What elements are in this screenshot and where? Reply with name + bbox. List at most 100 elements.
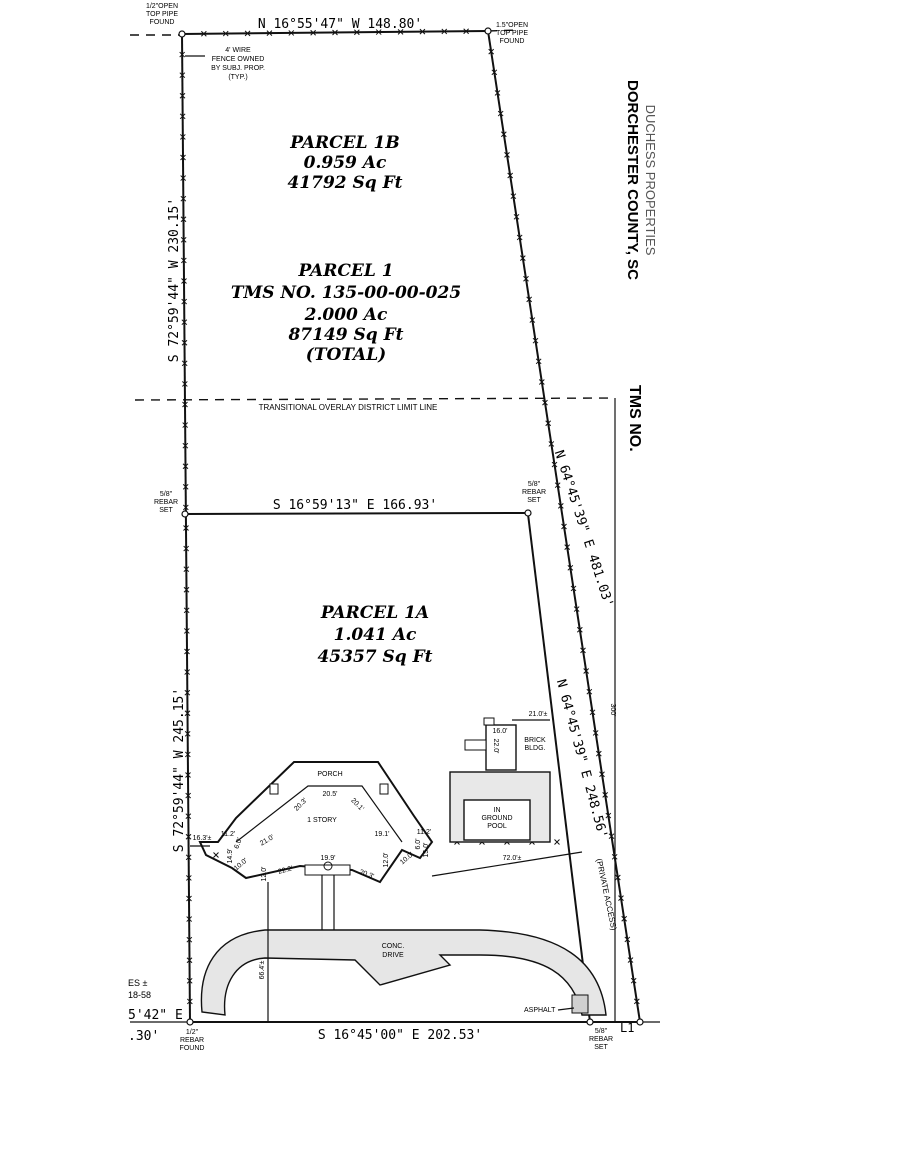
fence-marker <box>182 442 189 449</box>
bearing-bottom-left-dist: .30' <box>128 1029 159 1044</box>
fence-marker <box>182 463 189 470</box>
fence-marker <box>180 195 187 202</box>
fence-marker <box>181 360 188 367</box>
bearing-split: S 16°59'13" E 166.93' <box>273 498 437 513</box>
monument-bottom-mid <box>586 1018 594 1026</box>
note-open-top-right: 1.5"OPEN TOP PIPE FOUND <box>496 22 528 45</box>
fence-marker <box>288 30 295 36</box>
fence-marker <box>182 401 188 408</box>
note-open-top-left-2: TOP PIPE <box>146 11 178 18</box>
entry-dot <box>323 861 333 871</box>
top-boundary-extension-right <box>487 29 521 32</box>
rebar-set-bottom: 5/8" REBAR SET <box>589 1028 613 1051</box>
fence-marker <box>554 839 560 845</box>
dim-16-3: 16.3'± <box>193 835 212 842</box>
fence-note-3: BY SUBJ. PROP. <box>211 65 265 72</box>
fence-marker <box>182 483 189 490</box>
fence-marker <box>504 152 510 158</box>
monument-bottom-right <box>636 1018 644 1026</box>
partial-right-bottom: L1 <box>620 1021 634 1035</box>
fence-marker <box>183 566 190 573</box>
fence-marker <box>567 564 574 571</box>
rebar-found-bottom-2: REBAR <box>180 1037 204 1044</box>
dim-6-0a: 6.0' <box>233 837 243 850</box>
fence-marker <box>186 895 192 902</box>
drive-label-1: CONC. <box>382 943 405 950</box>
in-ground-pool <box>463 799 531 841</box>
fence-marker <box>179 51 186 58</box>
dim-10-0a: 10.0' <box>233 857 249 872</box>
fence-marker <box>497 110 504 117</box>
dim-11-2a: 11.2' <box>221 831 235 838</box>
asphalt-label: ASPHALT <box>524 1007 556 1014</box>
asphalt-leader <box>557 1007 575 1011</box>
fence-marker <box>186 916 193 922</box>
rebar-set-left-2: REBAR <box>154 499 178 506</box>
fence-marker <box>185 772 191 778</box>
fence-marker <box>627 957 634 963</box>
rebar-found-bottom-3: FOUND <box>180 1045 205 1052</box>
note-open-top-left-1: 1/2"OPEN <box>146 3 178 10</box>
dim-19-9: 19.9' <box>321 855 336 862</box>
dim-20-3b: 20.3' <box>358 869 374 881</box>
fence-marker <box>608 833 615 840</box>
fence-marker <box>535 358 542 365</box>
bearing-bottom-left-partial: 5'42" E <box>128 1008 183 1023</box>
fence-marker <box>180 175 187 181</box>
county-partial-label: DUCHESS PROPERTIES <box>643 105 658 256</box>
note-open-top-right-2: TOP PIPE <box>496 30 528 37</box>
fence-marker <box>557 503 564 509</box>
fence-marker <box>180 216 187 223</box>
dim-11-2b: 11.2' <box>417 829 431 836</box>
fence-marker <box>630 977 637 984</box>
county-label: DORCHESTER COUNTY, SC <box>624 80 641 280</box>
dim-20-1: 20.1' <box>349 797 365 813</box>
brick-label-1: BRICK <box>524 737 546 744</box>
fence-marker <box>621 915 628 922</box>
fence-marker <box>184 689 191 696</box>
monument-bottom-left <box>186 1018 194 1026</box>
fence-marker <box>500 131 507 138</box>
rebar-set-right-3: SET <box>527 497 541 504</box>
fence-marker <box>185 813 192 820</box>
pool-label-1: IN <box>494 807 501 814</box>
fence-note-1: 4' WIRE <box>225 47 251 54</box>
parcel-1-sqft: 87149 Sq Ft <box>287 325 403 345</box>
rebar-set-bottom-2: REBAR <box>589 1036 613 1043</box>
fence-marker <box>332 29 338 36</box>
fence-marker <box>586 688 593 695</box>
fence-marker <box>266 30 273 36</box>
parcel-1b-name: PARCEL 1B <box>289 133 399 153</box>
right-inner-boundary-line <box>527 513 591 1023</box>
chimney-right <box>379 783 389 795</box>
rebar-set-bottom-3: SET <box>594 1044 608 1051</box>
parcel-split-line <box>184 512 529 515</box>
note-open-top-left-3: FOUND <box>150 19 175 26</box>
fence-marker <box>538 379 545 385</box>
chimney-left <box>269 783 279 795</box>
fence-marker <box>244 30 251 37</box>
fence-marker <box>494 90 501 96</box>
fence-marker <box>183 586 190 593</box>
fence-marker <box>624 936 631 943</box>
fence-marker <box>182 504 189 511</box>
fence-marker <box>526 296 533 303</box>
fence-marker <box>545 420 552 427</box>
fence-marker <box>513 213 520 220</box>
fence-marker <box>181 339 188 346</box>
fence-note-box <box>205 44 275 84</box>
fence-marker <box>310 29 316 36</box>
note-open-top-right-3: FOUND <box>500 38 525 45</box>
bearing-left-lower: S 72°59'44" W 245.15' <box>172 688 187 852</box>
rebar-set-left-3: SET <box>159 507 173 514</box>
brick-bldg-top <box>483 717 495 726</box>
partial-left-2: 18-58 <box>128 990 151 1000</box>
fence-marker <box>419 28 426 35</box>
fence-marker <box>463 28 469 35</box>
fence-marker <box>179 134 186 140</box>
fence-marker <box>573 606 580 612</box>
fence-marker <box>184 751 191 758</box>
fence-marker <box>181 319 188 326</box>
fence-marker <box>185 792 192 799</box>
fence-marker <box>564 544 571 550</box>
